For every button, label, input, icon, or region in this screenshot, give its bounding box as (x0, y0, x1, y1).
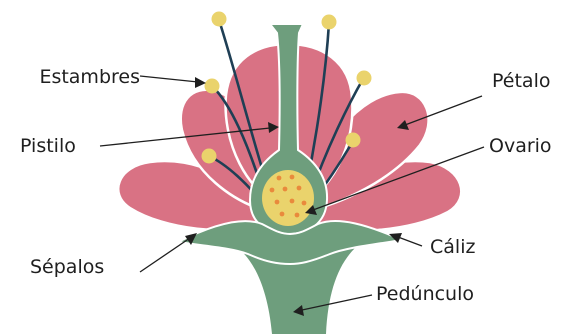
label-estambres: Estambres (39, 66, 140, 88)
label-ovario: Ovario (489, 135, 552, 157)
label-sepalos: Sépalos (30, 256, 104, 278)
ovary (262, 170, 314, 226)
label-caliz: Cáliz (430, 236, 475, 258)
label-pistilo: Pistilo (20, 135, 76, 157)
label-petalo: Pétalo (492, 70, 550, 92)
label-pedunculo: Pedúnculo (376, 283, 474, 305)
